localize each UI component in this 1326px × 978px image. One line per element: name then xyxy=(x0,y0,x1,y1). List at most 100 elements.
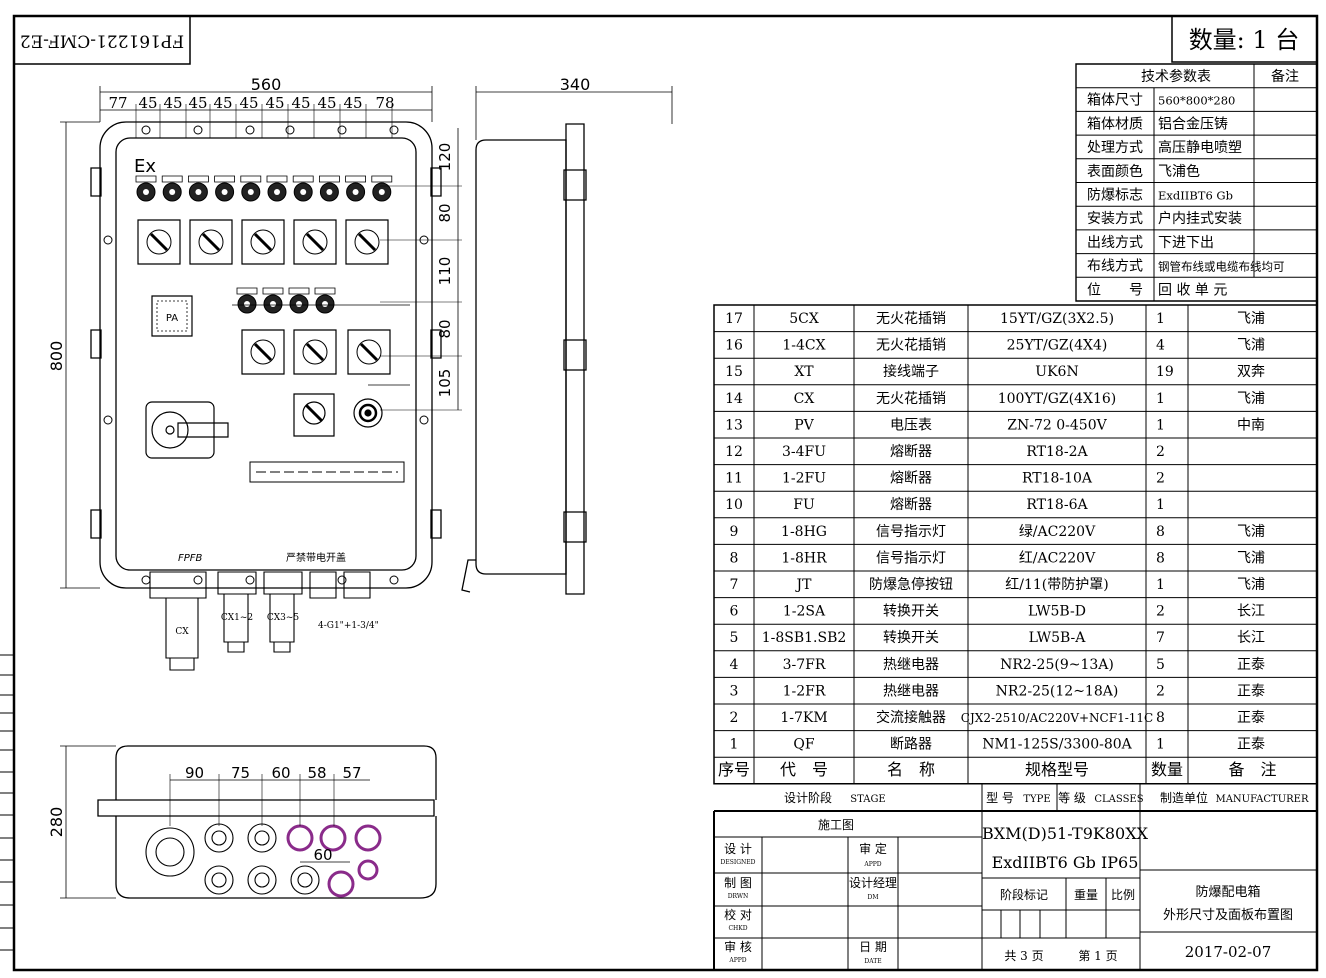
tb-designed: 设 计 xyxy=(724,842,752,856)
bom-cell-qty: 8 xyxy=(1156,524,1165,540)
switch-handle xyxy=(359,234,375,250)
drawing-number-box xyxy=(14,16,190,64)
bom-cell-no: 14 xyxy=(725,391,743,407)
bottom-height-dim: 280 xyxy=(47,807,66,838)
bom-cell-qty: 19 xyxy=(1156,364,1174,380)
tech-param-label: 箱体尺寸 xyxy=(1087,93,1143,109)
bom-cell-name: 断路器 xyxy=(890,737,932,753)
front-width-dim: 560 xyxy=(251,75,282,94)
top-dim-value: 45 xyxy=(163,94,182,112)
tb-ex-rating: ExdIIBT6 Gb IP65 xyxy=(992,853,1139,872)
tech-param-label: 出线方式 xyxy=(1087,235,1143,251)
bom-cell-code: 1-8HG xyxy=(781,524,827,540)
bom-cell-remark: 飞浦 xyxy=(1237,338,1265,354)
bom-header-name: 名 称 xyxy=(887,760,935,779)
indicator-lamps-row1 xyxy=(136,176,392,201)
bom-cell-no: 3 xyxy=(730,683,739,699)
bom-cell-no: 8 xyxy=(730,550,739,566)
bom-cell-code: 1-8HR xyxy=(781,550,827,566)
bom-cell-remark: 飞浦 xyxy=(1237,550,1265,566)
bom-cell-no: 17 xyxy=(725,311,743,327)
lamp-label-plate xyxy=(263,288,283,294)
top-dim-value: 45 xyxy=(188,94,207,112)
tech-param-label: 处理方式 xyxy=(1087,140,1143,156)
tech-param-label: 安装方式 xyxy=(1087,211,1143,227)
lamp-label-plate xyxy=(289,288,309,294)
right-dim-value: 80 xyxy=(436,203,454,222)
bom-header-spec: 规格型号 xyxy=(1025,760,1089,779)
tb-date: 2017-02-07 xyxy=(1185,943,1271,961)
right-dim-value: 110 xyxy=(436,257,454,286)
tb-date-label: 日 期 xyxy=(859,940,887,954)
indicator-lamps-row2 xyxy=(237,288,335,313)
selector-switch xyxy=(138,220,180,264)
bom-cell-qty: 1 xyxy=(1156,577,1165,593)
bom-cell-remark: 正泰 xyxy=(1237,683,1265,699)
tb-page: 第 1 页 xyxy=(1078,949,1117,963)
bom-cell-name: 转换开关 xyxy=(883,629,939,646)
switch-handle xyxy=(307,234,323,250)
bom-cell-code: 1-2SA xyxy=(783,604,826,620)
bom-cell-code: 1-2FU xyxy=(782,471,826,487)
bom-cell-no: 2 xyxy=(730,710,739,726)
bom-cell-code: 1-4CX xyxy=(782,338,825,354)
bom-cell-qty: 1 xyxy=(1156,417,1165,433)
bom-header-qty: 数量 xyxy=(1151,760,1183,779)
gland-label-cx: CX xyxy=(175,627,189,637)
switch-dial xyxy=(303,340,327,364)
bom-cell-name: 接线端子 xyxy=(883,363,939,380)
top-dim-value: 45 xyxy=(265,94,284,112)
bom-cell-qty: 7 xyxy=(1156,630,1165,646)
selector-switch xyxy=(242,220,284,264)
thread-note: 4-G1"+1-3/4" xyxy=(318,621,379,631)
selector-switch xyxy=(348,330,390,374)
bom-cell-spec: LW5B-A xyxy=(1029,630,1087,646)
tech-param-label: 表面颜色 xyxy=(1087,163,1143,180)
tb-checked: 校 对 xyxy=(724,907,752,922)
bom-cell-name: 无火花插销 xyxy=(876,311,946,327)
switch-dial xyxy=(147,230,171,254)
lamp-lens xyxy=(352,189,359,195)
tech-param-label: 布线方式 xyxy=(1087,259,1143,275)
bom-cell-no: 12 xyxy=(725,444,743,460)
bom-cell-code: PV xyxy=(794,417,814,433)
switch-dial xyxy=(251,340,275,364)
tech-param-value: 飞浦色 xyxy=(1158,163,1200,180)
tb-model: BXM(D)51-T9K80XX xyxy=(982,824,1149,843)
tech-param-label: 防爆标志 xyxy=(1087,188,1143,204)
bom-cell-spec: 100YT/GZ(4X16) xyxy=(998,391,1117,407)
tech-table-title: 技术参数表 xyxy=(1141,68,1211,85)
bom-cell-remark: 长江 xyxy=(1237,630,1265,646)
lamp-label-plate xyxy=(188,176,208,182)
quantity-box xyxy=(1172,16,1317,62)
lamp-lens xyxy=(244,301,250,307)
bottom-dim-value: 75 xyxy=(231,764,250,782)
bom-cell-spec: CJX2-2510/AC220V+NCF1-11C xyxy=(961,711,1153,725)
bom-cell-spec: 15YT/GZ(3X2.5) xyxy=(1000,311,1114,327)
selector-switch-single xyxy=(294,394,334,436)
bottom-glands xyxy=(146,824,380,896)
tb-approved-en: APPD xyxy=(863,861,881,868)
tb-manager-en: DM xyxy=(868,894,879,901)
gland-label-cx1-2: CX1~2 xyxy=(221,613,253,623)
bom-cell-spec: LW5B-D xyxy=(1028,604,1086,620)
bom-cell-name: 防爆急停按钮 xyxy=(869,576,953,593)
bom-cell-qty: 5 xyxy=(1156,657,1165,673)
tb-weight: 重量 xyxy=(1074,888,1098,902)
tb-designed-en: DESIGNED xyxy=(721,859,756,866)
tb-date-en: DATE xyxy=(864,958,881,965)
brand-logo: FPFB xyxy=(178,553,203,564)
side-depth-dim: 340 xyxy=(560,75,591,94)
lamp-lens xyxy=(300,189,307,195)
lamp-lens xyxy=(274,189,280,195)
bom-cell-no: 13 xyxy=(725,417,743,433)
tech-param-value: 户内挂式安装 xyxy=(1158,210,1242,227)
bom-cell-spec: NM1-125S/3300-80A xyxy=(982,737,1132,753)
bom-cell-spec: NR2-25(12~18A) xyxy=(996,683,1119,699)
bom-cell-name: 熔断器 xyxy=(890,471,932,487)
cable-glands xyxy=(150,572,370,670)
quantity-text: 数量: 1 台 xyxy=(1189,26,1300,54)
bom-cell-remark: 正泰 xyxy=(1237,710,1265,726)
